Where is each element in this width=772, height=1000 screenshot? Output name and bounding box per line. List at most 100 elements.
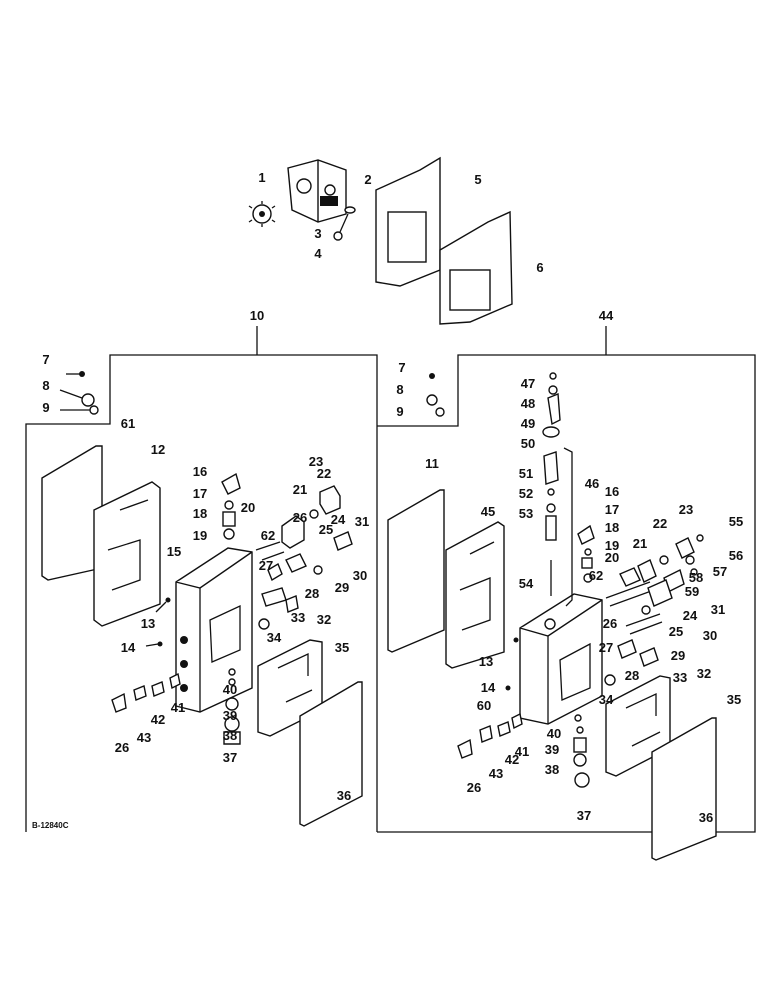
part-label-right-13: 13 xyxy=(479,654,493,669)
part-label-right-11: 11 xyxy=(425,456,439,471)
part-label-left-25: 25 xyxy=(319,522,333,537)
part-label-right-21: 21 xyxy=(633,536,647,551)
part-label-left-29: 29 xyxy=(335,580,349,595)
part-label-right-51: 51 xyxy=(519,466,533,481)
part-label-right-32: 32 xyxy=(697,666,711,681)
right-gasket xyxy=(445,521,505,669)
part-label-right-31: 31 xyxy=(711,602,725,617)
part-label-left-19: 19 xyxy=(193,528,207,543)
part-label-left-16: 16 xyxy=(193,464,207,479)
part-label-right-50: 50 xyxy=(521,436,535,451)
part-label-left-18: 18 xyxy=(193,506,207,521)
part-label-left-24: 24 xyxy=(331,512,346,527)
part-label-right-30: 30 xyxy=(703,628,717,643)
part-label-left-23: 23 xyxy=(309,454,323,469)
part-label-left-42: 42 xyxy=(151,712,165,727)
part-label-left-27: 27 xyxy=(259,558,273,573)
part-label-right-18: 18 xyxy=(605,520,619,535)
part-label-right-7: 7 xyxy=(398,360,405,375)
part-label-right-55: 55 xyxy=(729,514,743,529)
part-label-left-26: 26 xyxy=(293,510,307,525)
drawing-code: B-12840C xyxy=(32,821,69,830)
part-label-left-31: 31 xyxy=(355,514,369,529)
part-label-left-17: 17 xyxy=(193,486,207,501)
gasket-upper xyxy=(375,156,441,287)
right-small-parts xyxy=(426,372,704,788)
part-label-right-62: 62 xyxy=(589,568,603,583)
right-separator-plate xyxy=(387,489,445,653)
pump-body xyxy=(287,159,347,223)
part-label-left-36: 36 xyxy=(337,788,351,803)
part-label-right-20: 20 xyxy=(605,550,619,565)
part-label-right-58: 58 xyxy=(689,570,703,585)
pump-gear xyxy=(248,201,276,227)
left-gasket xyxy=(93,481,161,627)
part-label-right-56: 56 xyxy=(729,548,743,563)
part-label-left-37: 37 xyxy=(223,750,237,765)
part-label-right-8: 8 xyxy=(396,382,403,397)
part-label-right-41: 41 xyxy=(515,744,529,759)
left-end-cover xyxy=(299,681,363,827)
part-label-left-12: 12 xyxy=(151,442,165,457)
part-label-right-35: 35 xyxy=(727,692,741,707)
part-label-right-28: 28 xyxy=(625,668,639,683)
left-separator-plate xyxy=(41,445,103,581)
pump-seal-ring xyxy=(333,206,356,241)
part-label-left-22: 22 xyxy=(317,466,331,481)
part-label-left-14: 14 xyxy=(121,640,136,655)
part-label-right-48: 48 xyxy=(521,396,535,411)
part-label-right-60: 60 xyxy=(477,698,491,713)
part-label-left-33: 33 xyxy=(291,610,305,625)
part-label-right-59: 59 xyxy=(685,584,699,599)
part-label-left-30: 30 xyxy=(353,568,367,583)
part-label-left-9: 9 xyxy=(42,400,49,415)
part-label-right-53: 53 xyxy=(519,506,533,521)
part-label-left-32: 32 xyxy=(317,612,331,627)
part-label-left-34: 34 xyxy=(267,630,282,645)
part-label-right-14: 14 xyxy=(481,680,496,695)
part-label-left-39: 39 xyxy=(223,708,237,723)
part-label-left-8: 8 xyxy=(42,378,49,393)
part-label-left-15: 15 xyxy=(167,544,181,559)
part-label-right-19: 19 xyxy=(605,538,619,553)
part-label-left-35: 35 xyxy=(335,640,349,655)
part-label-right-9: 9 xyxy=(396,404,403,419)
left-assembly-frame xyxy=(25,354,378,832)
part-label-right-57: 57 xyxy=(713,564,727,579)
part-label-right-37: 37 xyxy=(577,808,591,823)
part-label-left-26: 26 xyxy=(115,740,129,755)
part-label-right-39: 39 xyxy=(545,742,559,757)
part-label-right-43: 43 xyxy=(489,766,503,781)
part-label-right-38: 38 xyxy=(545,762,559,777)
part-label-left-61: 61 xyxy=(121,416,135,431)
part-label-right-46: 46 xyxy=(585,476,599,491)
part-label-right-27: 27 xyxy=(599,640,613,655)
part-label-right-26: 26 xyxy=(603,616,617,631)
part-label-right-42: 42 xyxy=(505,752,519,767)
part-label-top-3: 3 xyxy=(314,226,321,241)
part-label-top-5: 5 xyxy=(474,172,481,187)
left-valve-body xyxy=(175,547,253,713)
part-label-right-49: 49 xyxy=(521,416,535,431)
part-label-top-2: 2 xyxy=(364,172,371,187)
left-small-parts xyxy=(59,371,353,745)
part-label-right-47: 47 xyxy=(521,376,535,391)
part-label-left-28: 28 xyxy=(305,586,319,601)
part-label-right-33: 33 xyxy=(673,670,687,685)
gasket-lower xyxy=(439,210,513,325)
part-label-left-21: 21 xyxy=(293,482,307,497)
part-label-left-20: 20 xyxy=(241,500,255,515)
part-label-right-34: 34 xyxy=(599,692,614,707)
part-label-left-7: 7 xyxy=(42,352,49,367)
right-end-cover xyxy=(651,717,717,861)
part-label-right-54: 54 xyxy=(519,576,534,591)
part-label-right-25: 25 xyxy=(669,624,683,639)
part-label-right-26: 26 xyxy=(467,780,481,795)
right-valve-body xyxy=(519,593,603,725)
part-label-right-29: 29 xyxy=(671,648,685,663)
part-label-left-41: 41 xyxy=(171,700,185,715)
part-label-left-62: 62 xyxy=(261,528,275,543)
